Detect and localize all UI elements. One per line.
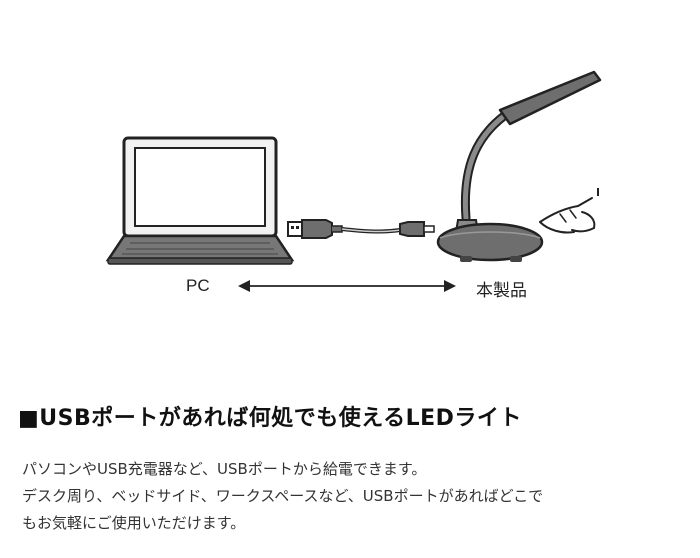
connection-diagram <box>105 70 602 292</box>
hand-icon <box>539 188 599 234</box>
double-arrow-icon <box>238 280 456 292</box>
description-line: パソコンやUSB充電器など、USBポートから給電できます。 <box>22 460 427 478</box>
description-line: もお気軽にご使用いただけます。 <box>22 514 246 532</box>
led-lamp-icon <box>436 70 602 262</box>
product-label: 本製品 <box>476 281 527 300</box>
usb-cable-icon <box>287 219 435 239</box>
pc-label: PC <box>186 276 210 295</box>
laptop-icon <box>105 136 295 265</box>
description-line: デスク周り、ベッドサイド、ワークスペースなど、USBポートがあればどこで <box>22 487 544 505</box>
section-heading: ■USBポートがあれば何処でも使えるLEDライト <box>18 406 522 431</box>
description: パソコンやUSB充電器など、USBポートから給電できます。 デスク周り、ベッドサ… <box>22 456 692 537</box>
